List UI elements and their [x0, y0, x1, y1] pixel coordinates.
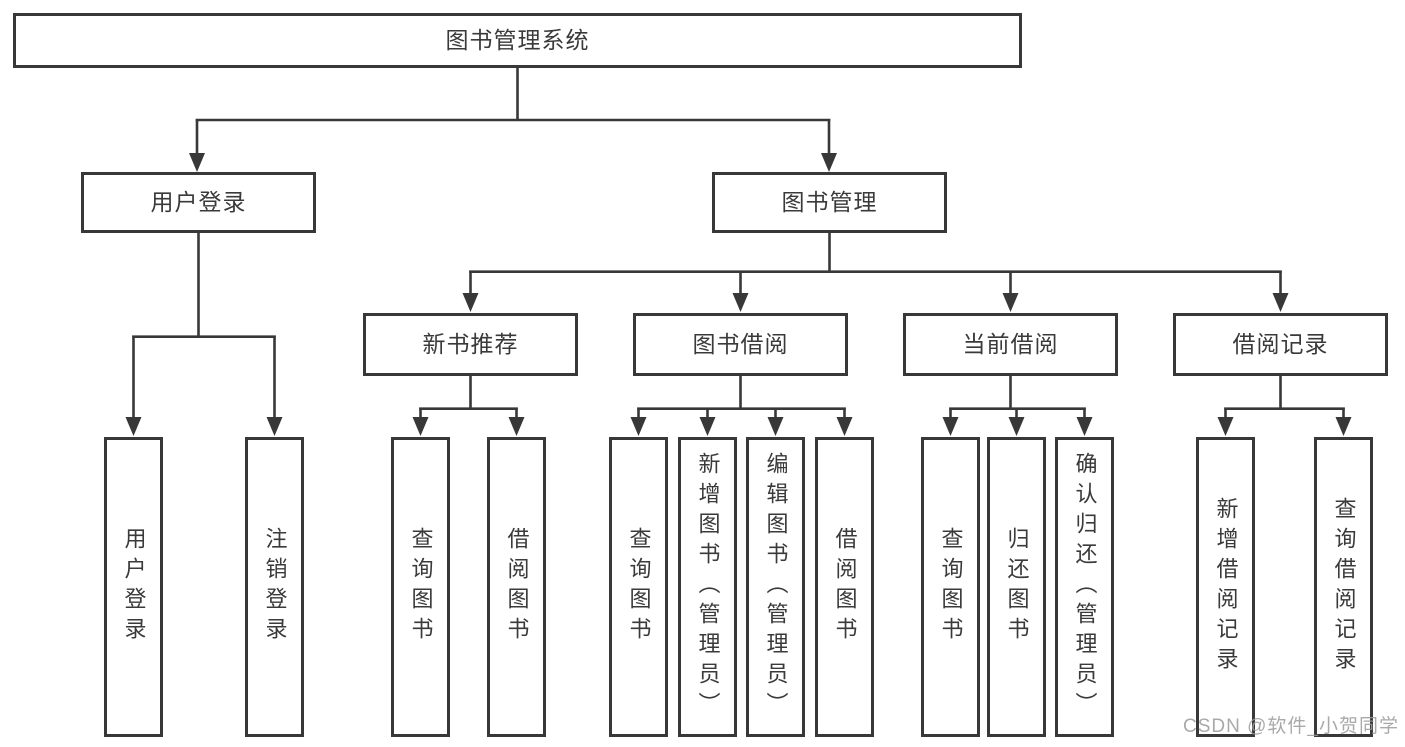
node-book-borrowing: 图书借阅 — [633, 313, 848, 376]
node-root-system: 图书管理系统 — [13, 13, 1022, 68]
node-leaf-query-books-borrow: 查询图书 — [609, 437, 668, 737]
node-leaf-borrow-books-recommend: 借阅图书 — [487, 437, 546, 737]
arrow-down-icons — [125, 153, 1352, 436]
node-leaf-query-books-recommend: 查询图书 — [391, 437, 450, 737]
node-user-login: 用户登录 — [81, 172, 316, 233]
node-leaf-borrow-books-borrow: 借阅图书 — [815, 437, 874, 737]
node-leaf-add-borrow-record: 新增借阅记录 — [1196, 437, 1255, 737]
node-borrowing-records: 借阅记录 — [1173, 313, 1388, 376]
watermark: CSDN @软件_小贺同学 — [1183, 716, 1399, 737]
node-leaf-confirm-return-admin: 确认归还（管理员） — [1055, 437, 1114, 737]
node-leaf-add-book-admin: 新增图书（管理员） — [678, 437, 737, 737]
node-leaf-query-books-current: 查询图书 — [921, 437, 980, 737]
node-leaf-logout: 注销登录 — [245, 437, 304, 737]
node-new-book-recommendation: 新书推荐 — [363, 313, 578, 376]
node-current-borrowing: 当前借阅 — [903, 313, 1118, 376]
node-leaf-return-books: 归还图书 — [987, 437, 1046, 737]
node-leaf-user-login: 用户登录 — [104, 437, 163, 737]
node-leaf-query-borrow-record: 查询借阅记录 — [1314, 437, 1373, 737]
node-book-management: 图书管理 — [712, 172, 947, 233]
node-leaf-edit-book-admin: 编辑图书（管理员） — [746, 437, 805, 737]
